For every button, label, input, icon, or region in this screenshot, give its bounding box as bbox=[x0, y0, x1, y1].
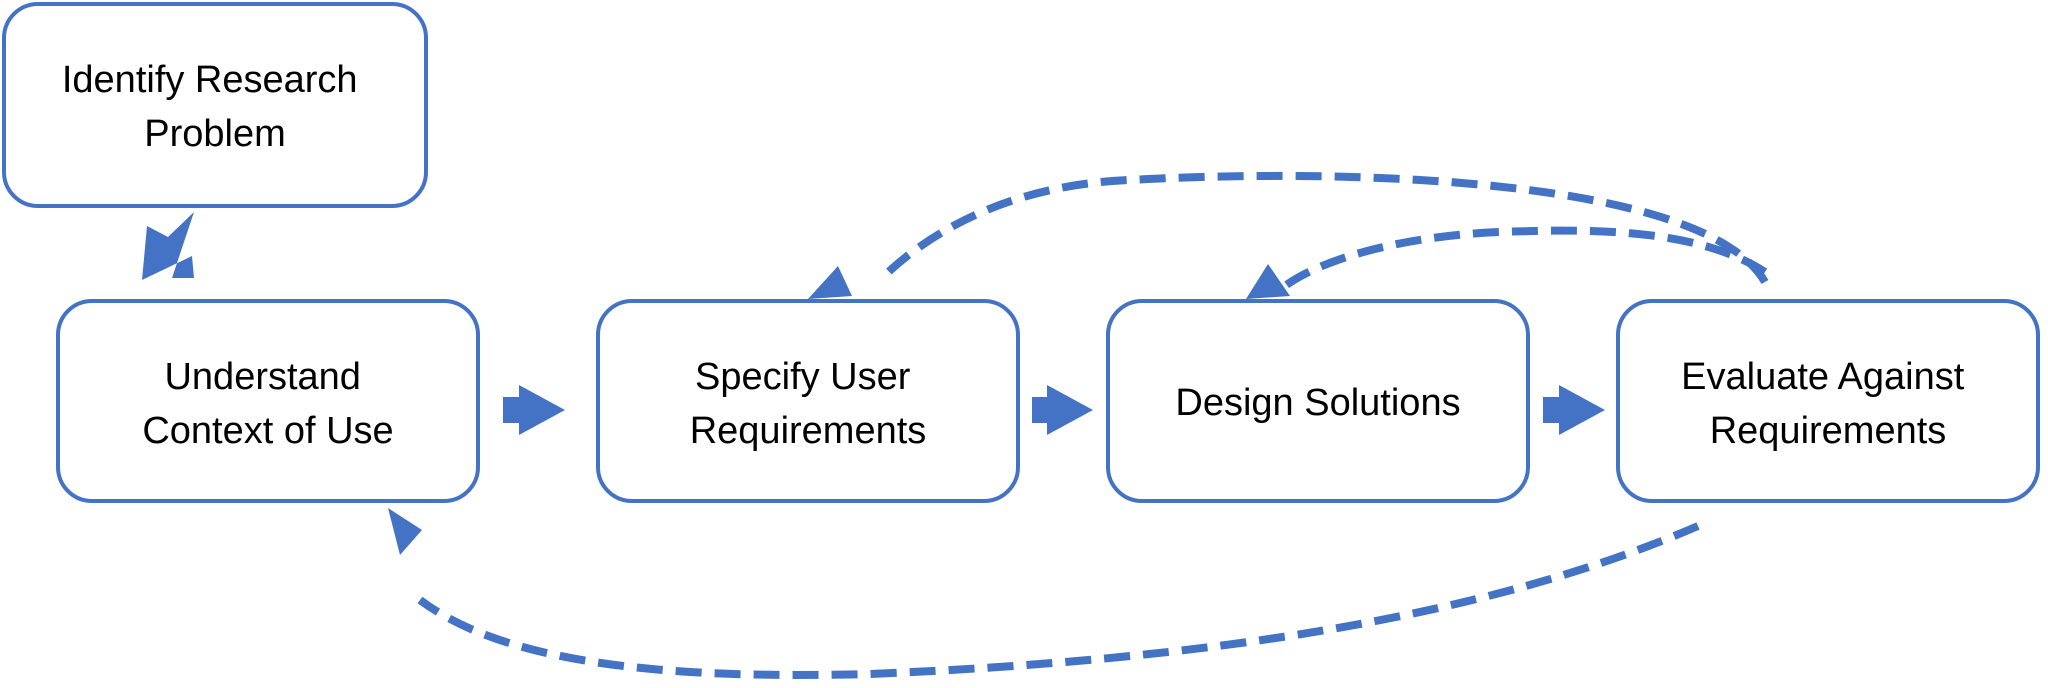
feedback-arrow-evaluate-to-specify bbox=[877, 171, 1769, 285]
node-identify-research-problem: Identify Research Problem bbox=[2, 2, 428, 208]
node-label-line: Evaluate Against bbox=[1681, 356, 1965, 398]
arrow-specify-to-design bbox=[1032, 385, 1093, 435]
feedback-arrowhead-specify bbox=[808, 266, 852, 299]
feedback-arrow-evaluate-to-understand bbox=[417, 522, 1700, 679]
node-evaluate-against-requirements: Evaluate Against Requirements bbox=[1616, 299, 2040, 503]
node-design-solutions: Design Solutions bbox=[1106, 299, 1530, 503]
svg-text:Specify User Requirement: Specify User Requirements bbox=[690, 356, 927, 452]
node-label-line: Context of Use bbox=[142, 410, 393, 452]
feedback-arrowhead-understand bbox=[388, 508, 422, 555]
arrow-identify-to-understand bbox=[142, 212, 194, 280]
svg-text:Evaluate Against Require: Evaluate Against Requirements bbox=[1681, 356, 1975, 452]
svg-text:Identify Research Proble: Identify Research Problem bbox=[62, 59, 368, 155]
node-label-line: Design Solutions bbox=[1175, 382, 1460, 424]
node-label-line: Specify User bbox=[695, 356, 911, 398]
node-specify-user-requirements: Specify User Requirements bbox=[596, 299, 1020, 503]
feedback-arrowhead-design bbox=[1246, 264, 1290, 299]
arrow-design-to-evaluate bbox=[1543, 385, 1605, 435]
node-label-line: Identify Research bbox=[62, 59, 358, 101]
node-label-line: Understand bbox=[164, 356, 360, 398]
node-label-line: Requirements bbox=[690, 410, 927, 452]
svg-text:Understand Context of Us: Understand Context of Use bbox=[142, 356, 393, 452]
node-understand-context-of-use: Understand Context of Use bbox=[56, 299, 480, 503]
arrow-understand-to-specify bbox=[503, 385, 565, 435]
node-label-line: Requirements bbox=[1710, 410, 1947, 452]
node-label-line: Problem bbox=[144, 113, 286, 155]
feedback-arrow-evaluate-to-design bbox=[1282, 226, 1768, 290]
svg-text:Design Solutions: Design Solutions bbox=[1175, 382, 1460, 424]
